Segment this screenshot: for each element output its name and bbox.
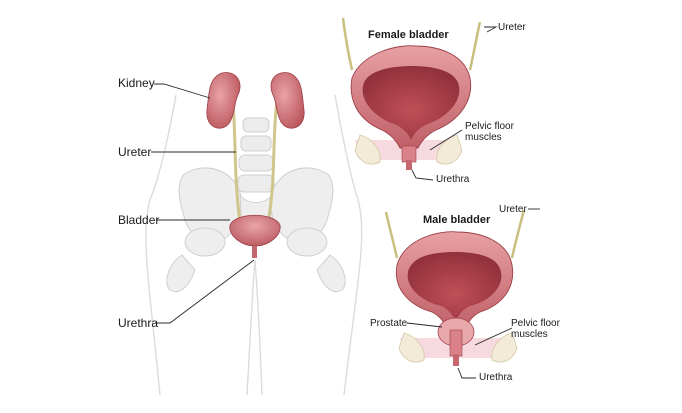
body-silhouette — [145, 94, 363, 396]
female-bladder-drawing — [341, 17, 482, 170]
urethra-label: Urethra — [118, 316, 159, 330]
body-bladder — [229, 214, 281, 258]
female-ureter-label: Ureter — [498, 22, 526, 33]
male-bladder-drawing — [384, 209, 526, 366]
bladder-label: Bladder — [118, 213, 160, 227]
kidney-label: Kidney — [118, 76, 155, 90]
kidneys — [206, 72, 305, 129]
female-bladder-title: Female bladder — [368, 29, 449, 41]
female-urethra-label: Urethra — [436, 174, 470, 185]
body-ureters — [231, 99, 279, 224]
female-pelvic-floor-label: Pelvic floor muscles — [465, 121, 514, 143]
male-bladder-title: Male bladder — [423, 214, 491, 226]
leader-lines — [151, 26, 540, 379]
pelvis — [166, 167, 346, 293]
male-urethra-label: Urethra — [479, 372, 513, 383]
spine — [237, 117, 275, 193]
male-pelvic-floor-label: Pelvic floor muscles — [511, 318, 560, 340]
prostate-label: Prostate — [370, 318, 408, 329]
ureter-label: Ureter — [118, 145, 152, 159]
male-ureter-label: Ureter — [499, 204, 527, 215]
